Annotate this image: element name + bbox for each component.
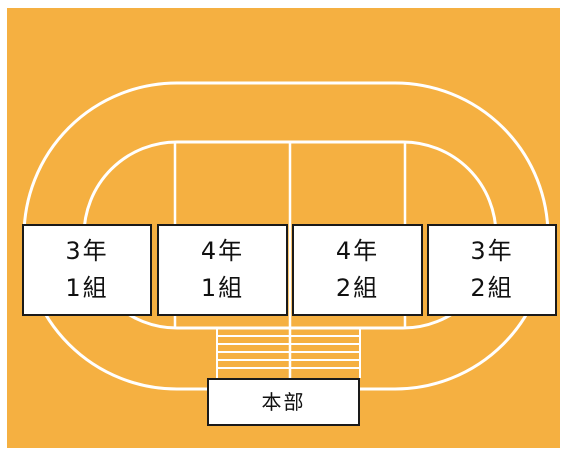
seat-class-label: 2組 xyxy=(470,274,514,302)
headquarters-box: 本部 xyxy=(207,378,360,426)
headquarters-label: 本部 xyxy=(261,389,306,414)
outer-track-line xyxy=(22,81,550,391)
seat-box-3-1: 3年 1組 xyxy=(22,224,152,316)
seat-class-label: 1組 xyxy=(65,274,109,302)
seat-grade-label: 3年 xyxy=(65,236,109,265)
seat-box-4-1: 4年 1組 xyxy=(157,224,288,316)
seat-class-label: 1組 xyxy=(200,274,245,302)
stairs xyxy=(216,328,361,378)
seat-grade-label: 4年 xyxy=(335,236,380,265)
seat-grade-label: 3年 xyxy=(470,236,514,265)
seat-class-label: 2組 xyxy=(335,274,380,302)
inner-track-line xyxy=(82,140,498,330)
seat-box-4-2: 4年 2組 xyxy=(292,224,423,316)
seat-box-3-2: 3年 2組 xyxy=(427,224,557,316)
seat-grade-label: 4年 xyxy=(200,236,245,265)
